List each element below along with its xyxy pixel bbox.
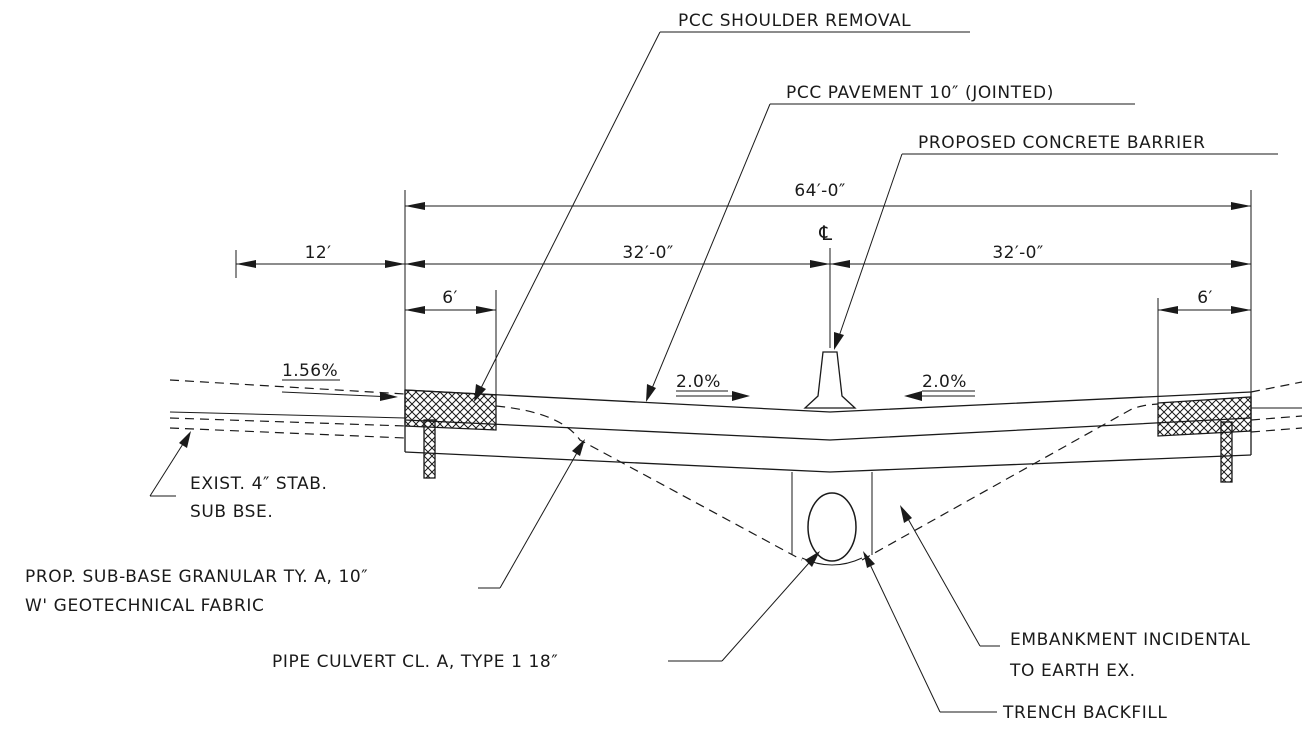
callout-pcc-pavement: PCC PAVEMENT 10″ (JOINTED) bbox=[646, 83, 1135, 402]
label-subbase-line1: PROP. SUB-BASE GRANULAR TY. A, 10″ bbox=[25, 567, 368, 587]
slope-outer-left: 1.56% bbox=[281, 361, 398, 401]
dim-left-half: 32′-0″ bbox=[622, 243, 673, 263]
existing-lines bbox=[169, 379, 1302, 561]
dimension-left-offset: 12′ bbox=[235, 243, 405, 278]
dim-right-shoulder: 6′ bbox=[1197, 288, 1212, 308]
label-embankment-line2: TO EARTH EX. bbox=[1009, 661, 1136, 681]
label-exist-base-line2: SUB BSE. bbox=[190, 502, 273, 522]
slope-left-lane-label: 2.0% bbox=[676, 372, 721, 392]
right-shoulder-removal-hatch bbox=[1157, 396, 1252, 437]
label-embankment-line1: EMBANKMENT INCIDENTAL bbox=[1010, 630, 1250, 650]
slope-outer-left-label: 1.56% bbox=[282, 361, 338, 381]
label-proposed-barrier: PROPOSED CONCRETE BARRIER bbox=[918, 133, 1206, 153]
dimension-total: 64′-0″ bbox=[404, 181, 1252, 395]
callout-pcc-shoulder-removal: PCC SHOULDER REMOVAL bbox=[474, 11, 970, 402]
pipe-culvert bbox=[807, 492, 857, 562]
dimension-left-shoulder: 6′ bbox=[405, 288, 497, 405]
dim-left-shoulder: 6′ bbox=[442, 288, 457, 308]
centerline-symbol: ℄ bbox=[818, 221, 832, 245]
dim-left-offset: 12′ bbox=[305, 243, 332, 263]
dim-total-width: 64′-0″ bbox=[794, 181, 845, 201]
dimension-right-shoulder: 6′ bbox=[1157, 288, 1251, 405]
concrete-barrier bbox=[803, 351, 857, 409]
left-shoulder-removal-hatch bbox=[404, 389, 497, 431]
label-pcc-pavement: PCC PAVEMENT 10″ (JOINTED) bbox=[786, 83, 1054, 103]
label-subbase-line2: W' GEOTECHNICAL FABRIC bbox=[25, 596, 264, 616]
dimension-halves: 32′-0″ 32′-0″ bbox=[405, 243, 1251, 268]
centerline: ℄ bbox=[818, 221, 832, 348]
right-edge-drain bbox=[1220, 421, 1233, 483]
callout-subbase: PROP. SUB-BASE GRANULAR TY. A, 10″ W' GE… bbox=[25, 439, 585, 616]
callout-proposed-barrier: PROPOSED CONCRETE BARRIER bbox=[834, 133, 1278, 350]
label-pipe-culvert: PIPE CULVERT CL. A, TYPE 1 18″ bbox=[272, 652, 558, 672]
label-exist-base-line1: EXIST. 4″ STAB. bbox=[190, 474, 328, 494]
left-edge-drain bbox=[423, 419, 436, 479]
pavement-section bbox=[404, 351, 1252, 566]
callout-exist-base: EXIST. 4″ STAB. SUB BSE. bbox=[149, 431, 328, 522]
label-pcc-shoulder-removal: PCC SHOULDER REMOVAL bbox=[678, 11, 911, 31]
callout-trench-backfill: TRENCH BACKFILL bbox=[863, 551, 1167, 723]
callout-embankment: EMBANKMENT INCIDENTAL TO EARTH EX. bbox=[900, 505, 1250, 681]
dim-right-half: 32′-0″ bbox=[992, 243, 1043, 263]
label-trench-backfill: TRENCH BACKFILL bbox=[1002, 703, 1167, 723]
slope-right-lane-label: 2.0% bbox=[922, 372, 967, 392]
slope-left-lane: 2.0% bbox=[676, 372, 750, 401]
callout-pipe-culvert: PIPE CULVERT CL. A, TYPE 1 18″ bbox=[272, 551, 820, 672]
slope-right-lane: 2.0% bbox=[904, 372, 975, 401]
